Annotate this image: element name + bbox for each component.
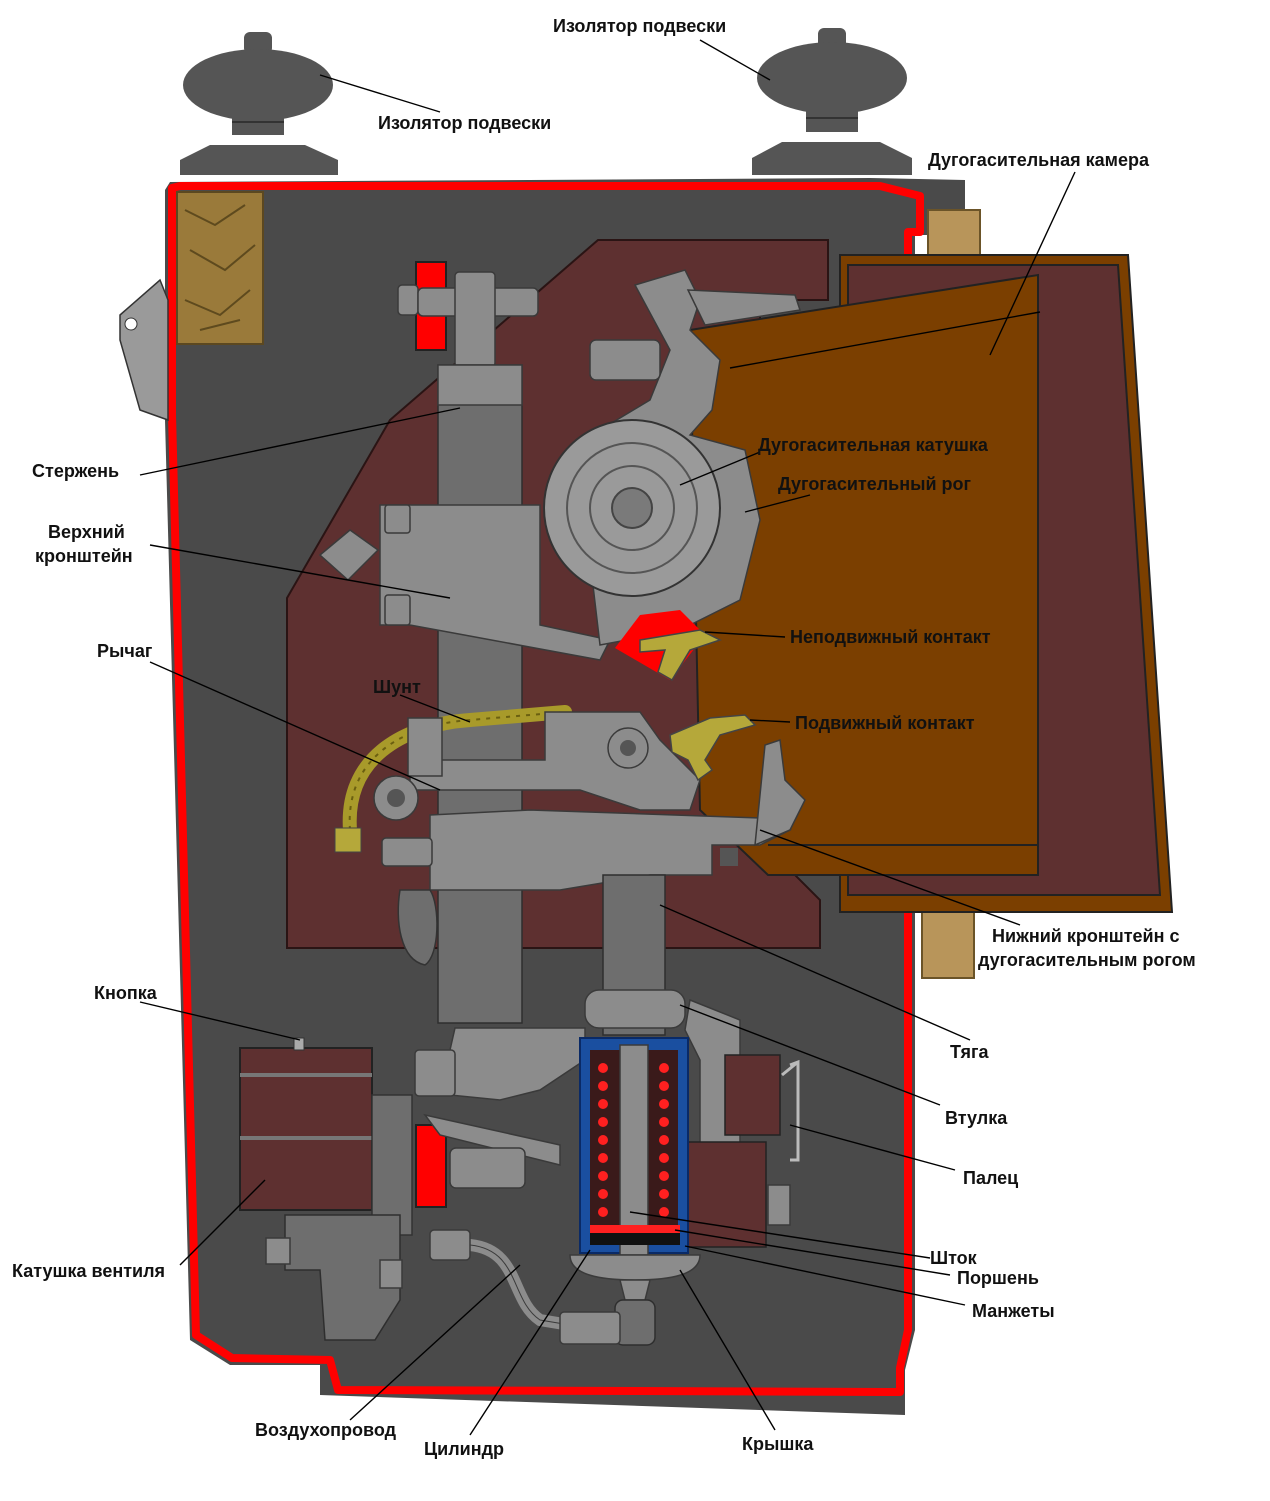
- fixed-contact: [639, 629, 722, 682]
- label-cylinder: Цилиндр: [424, 1439, 504, 1459]
- insulator-right: [752, 28, 912, 175]
- label-rod: Стержень: [32, 461, 119, 481]
- cylinder: [579, 1037, 689, 1256]
- label-arc-coil: Дугогасительная катушка: [758, 435, 989, 455]
- label-pin: Палец: [963, 1168, 1018, 1188]
- label-cuffs: Манжеты: [972, 1301, 1055, 1321]
- label-lever: Рычаг: [97, 641, 153, 661]
- label-lower-bracket-2: дугогасительным рогом: [978, 950, 1196, 970]
- arc-horn-assembly: [543, 269, 801, 646]
- leader-lines: [139, 39, 1076, 1436]
- button: [293, 1037, 305, 1051]
- shunt-terminal: [334, 827, 362, 853]
- label-piston: Поршень: [957, 1268, 1039, 1288]
- moving-contact: [669, 714, 757, 782]
- labels: Изолятор подвески Изолятор подвески Дуго…: [12, 16, 1196, 1459]
- label-arc-horn: Дугогасительный рог: [778, 474, 972, 494]
- upper-bracket: [318, 504, 612, 661]
- spring: [598, 1063, 669, 1217]
- pin-assembly: [414, 998, 800, 1248]
- label-stem: Шток: [930, 1248, 978, 1268]
- housing-red-outline: [168, 182, 924, 1396]
- label-cover: Крышка: [742, 1434, 814, 1454]
- pin: [781, 1059, 800, 1162]
- piston: [590, 1225, 680, 1233]
- side-mount-plate: [119, 278, 169, 422]
- bushing: [584, 989, 686, 1029]
- label-air-duct: Воздухопровод: [255, 1420, 397, 1440]
- label-insulator-left: Изолятор подвески: [378, 113, 551, 133]
- label-bushing: Втулка: [945, 1108, 1008, 1128]
- main-rod: [397, 271, 539, 1024]
- label-fixed-contact: Неподвижный контакт: [790, 627, 991, 647]
- label-lower-bracket-1: Нижний кронштейн с: [992, 926, 1179, 946]
- wood-texture: [184, 204, 256, 331]
- wood-block-right-top: [927, 209, 981, 263]
- label-arc-chamber: Дугогасительная камера: [928, 150, 1150, 170]
- insulating-block-bottom: [415, 1124, 447, 1208]
- label-upper-bracket-2: кронштейн: [35, 546, 133, 566]
- label-moving-contact: Подвижный контакт: [795, 713, 975, 733]
- mount-hole: [124, 317, 138, 331]
- arc-chute: [688, 254, 1174, 913]
- label-pull-rod: Тяга: [950, 1042, 990, 1062]
- insulator-left: [180, 32, 338, 175]
- lower-bracket: [381, 738, 806, 966]
- wood-block-right-bottom: [921, 911, 975, 979]
- label-insulator-right: Изолятор подвески: [553, 16, 726, 36]
- lever: [373, 711, 701, 821]
- label-shunt: Шунт: [373, 677, 421, 697]
- label-button: Кнопка: [94, 983, 158, 1003]
- valve-block: [724, 1054, 781, 1136]
- label-valve-coil: Катушка вентиля: [12, 1261, 165, 1281]
- label-upper-bracket-1: Верхний: [48, 522, 125, 542]
- wood-blocks: [176, 191, 981, 979]
